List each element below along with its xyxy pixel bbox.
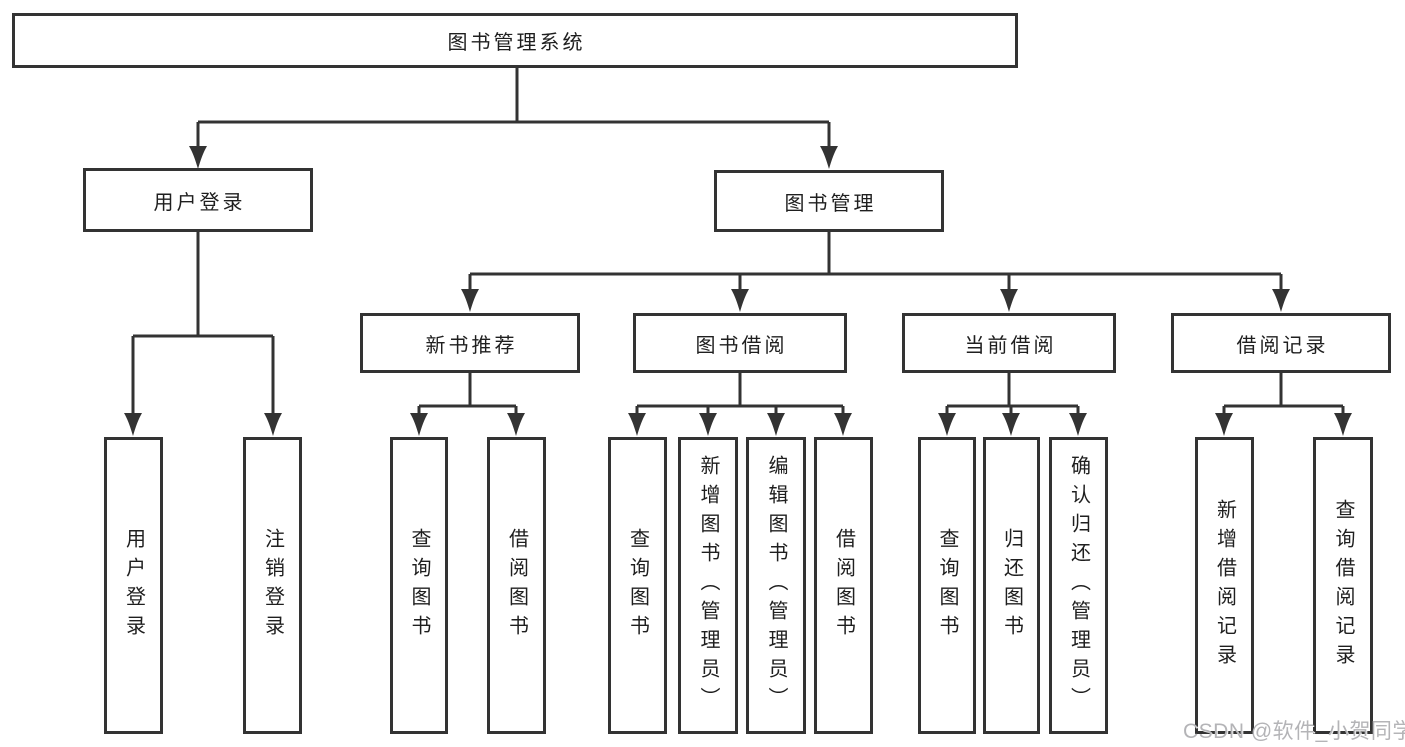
leaf-query-borrow-record: 查询借阅记录 (1313, 437, 1373, 734)
leaf-label: 查询图书 (626, 527, 649, 644)
node-book-borrow: 图书借阅 (633, 313, 847, 373)
leaf-label: 查询图书 (936, 527, 958, 644)
leaf-label: 借阅图书 (505, 527, 528, 644)
watermark: CSDN @软件_小贺同学 (1183, 720, 1405, 743)
leaf-edit-book-admin: 编辑图书（管理员） (746, 437, 806, 734)
leaf-borrow-books-recommend: 借阅图书 (487, 437, 546, 734)
leaf-label: 借阅图书 (832, 527, 855, 644)
leaf-query-books-recommend: 查询图书 (390, 437, 448, 734)
leaf-return-books: 归还图书 (983, 437, 1040, 734)
leaf-label: 查询借阅记录 (1332, 498, 1354, 673)
node-borrow-records: 借阅记录 (1171, 313, 1391, 373)
leaf-query-books-current: 查询图书 (918, 437, 976, 734)
leaf-label: 查询图书 (408, 527, 430, 644)
leaf-label: 编辑图书（管理员） (765, 455, 787, 716)
leaf-confirm-return-admin: 确认归还（管理员） (1049, 437, 1108, 734)
leaf-label: 归还图书 (1000, 527, 1023, 644)
leaf-borrow-books: 借阅图书 (814, 437, 873, 734)
node-book-management: 图书管理 (714, 170, 944, 232)
leaf-label: 新增借阅记录 (1213, 498, 1236, 673)
node-new-book-recommend: 新书推荐 (360, 313, 580, 373)
node-root: 图书管理系统 (12, 13, 1018, 68)
leaf-label: 新增图书（管理员） (697, 455, 719, 716)
leaf-add-book-admin: 新增图书（管理员） (678, 437, 738, 734)
leaf-user-login: 用户登录 (104, 437, 163, 734)
node-user-login: 用户登录 (83, 168, 313, 232)
leaf-add-borrow-record: 新增借阅记录 (1195, 437, 1254, 734)
leaf-query-books-borrow: 查询图书 (608, 437, 667, 734)
leaf-label: 确认归还（管理员） (1067, 455, 1090, 716)
leaf-logout: 注销登录 (243, 437, 302, 734)
node-current-borrow: 当前借阅 (902, 313, 1116, 373)
leaf-label: 注销登录 (261, 527, 284, 644)
leaf-label: 用户登录 (122, 527, 145, 644)
